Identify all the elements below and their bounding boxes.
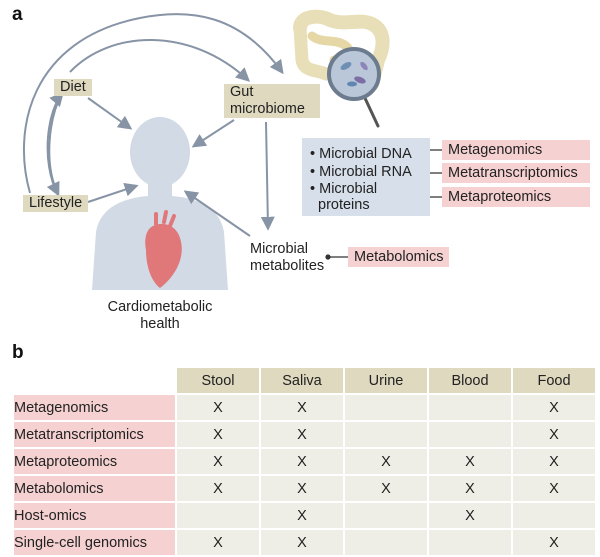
- microbial-components-box: [302, 138, 430, 216]
- table-cell: X: [513, 530, 595, 555]
- table-cell: X: [261, 395, 343, 420]
- col-header: Urine: [345, 368, 427, 393]
- table-cell: X: [261, 422, 343, 447]
- table-cell: X: [345, 476, 427, 501]
- table-cell: X: [177, 530, 259, 555]
- omics-metagenomics: Metagenomics: [442, 140, 590, 160]
- row-header: Host-omics: [14, 503, 175, 528]
- box-item-proteins-2: proteins: [318, 197, 370, 213]
- table-cell: [345, 503, 427, 528]
- row-header: Metaproteomics: [14, 449, 175, 474]
- metabolites-line-1: Microbial: [250, 241, 309, 257]
- gut-microbiome-label: Gut microbiome: [224, 84, 320, 118]
- gut-microbiome-line-1: Gut: [230, 84, 254, 100]
- table-cell: [429, 530, 511, 555]
- row-header: Metagenomics: [14, 395, 175, 420]
- row-header: Metabolomics: [14, 476, 175, 501]
- diagram-graphics: [23, 9, 444, 290]
- table-cell: X: [261, 449, 343, 474]
- table-cell: X: [429, 503, 511, 528]
- box-item-dna: Microbial DNA: [319, 146, 412, 162]
- bullet-rna: • Microbial RNA: [310, 164, 412, 180]
- microbial-metabolites-label: Microbial metabolites: [250, 241, 324, 275]
- table-row: Host-omics X X: [14, 503, 595, 528]
- table-cell: [429, 422, 511, 447]
- box-item-proteins-1: Microbial: [319, 181, 378, 197]
- row-header: Single-cell genomics: [14, 530, 175, 555]
- panel-b-label: b: [12, 342, 24, 363]
- panel-b: b Stool Saliva Urine Blood Food Metageno…: [0, 340, 600, 557]
- bullet-proteins: • Microbial: [310, 181, 378, 197]
- table-row: Metatranscriptomics X X X: [14, 422, 595, 447]
- col-header: Food: [513, 368, 595, 393]
- gut-microbiome-line-2: microbiome: [230, 101, 305, 117]
- omics-metaproteomics: Metaproteomics: [442, 187, 590, 207]
- arrows: [23, 13, 284, 237]
- sample-omics-table: Stool Saliva Urine Blood Food Metagenomi…: [12, 366, 597, 557]
- omics-metatranscriptomics: Metatranscriptomics: [442, 163, 590, 183]
- table-cell: [177, 503, 259, 528]
- table-cell: X: [429, 476, 511, 501]
- table-cell: X: [261, 530, 343, 555]
- table-cell: X: [177, 422, 259, 447]
- table-cell: X: [177, 395, 259, 420]
- health-label: Cardiometabolic health: [96, 299, 224, 333]
- col-header: Saliva: [261, 368, 343, 393]
- box-item-rna: Microbial RNA: [319, 164, 412, 180]
- omics-metabolomics: Metabolomics: [348, 247, 450, 267]
- table-row: Metabolomics X X X X X: [14, 476, 595, 501]
- health-line-2: health: [140, 316, 180, 332]
- table-cell: X: [429, 449, 511, 474]
- table-row: Single-cell genomics X X X: [14, 530, 595, 555]
- table-cell: X: [345, 449, 427, 474]
- lifestyle-label: Lifestyle: [23, 195, 89, 212]
- table-cell: [345, 422, 427, 447]
- diet-label: Diet: [54, 79, 92, 96]
- col-header: Stool: [177, 368, 259, 393]
- table-cell: X: [261, 476, 343, 501]
- table-cell: X: [177, 449, 259, 474]
- table-corner: [14, 368, 175, 393]
- metabolites-line-2: metabolites: [250, 258, 325, 274]
- table-cell: X: [513, 476, 595, 501]
- table-cell: [429, 395, 511, 420]
- table-header-row: Stool Saliva Urine Blood Food: [14, 368, 595, 393]
- table-cell: X: [513, 449, 595, 474]
- table-row: Metagenomics X X X: [14, 395, 595, 420]
- table-cell: X: [513, 395, 595, 420]
- heart-icon: [145, 210, 182, 288]
- table-cell: X: [177, 476, 259, 501]
- table-cell: X: [513, 422, 595, 447]
- table-cell: [345, 395, 427, 420]
- magnifier-icon: [327, 47, 381, 128]
- panel-a-label: a: [12, 4, 23, 25]
- panel-a: a: [12, 4, 590, 333]
- table-cell: X: [261, 503, 343, 528]
- col-header: Blood: [429, 368, 511, 393]
- health-line-1: Cardiometabolic: [107, 299, 213, 315]
- table-cell: [345, 530, 427, 555]
- row-header: Metatranscriptomics: [14, 422, 175, 447]
- bullet-dna: • Microbial DNA: [310, 146, 412, 162]
- table-row: Metaproteomics X X X X X: [14, 449, 595, 474]
- table-cell: [513, 503, 595, 528]
